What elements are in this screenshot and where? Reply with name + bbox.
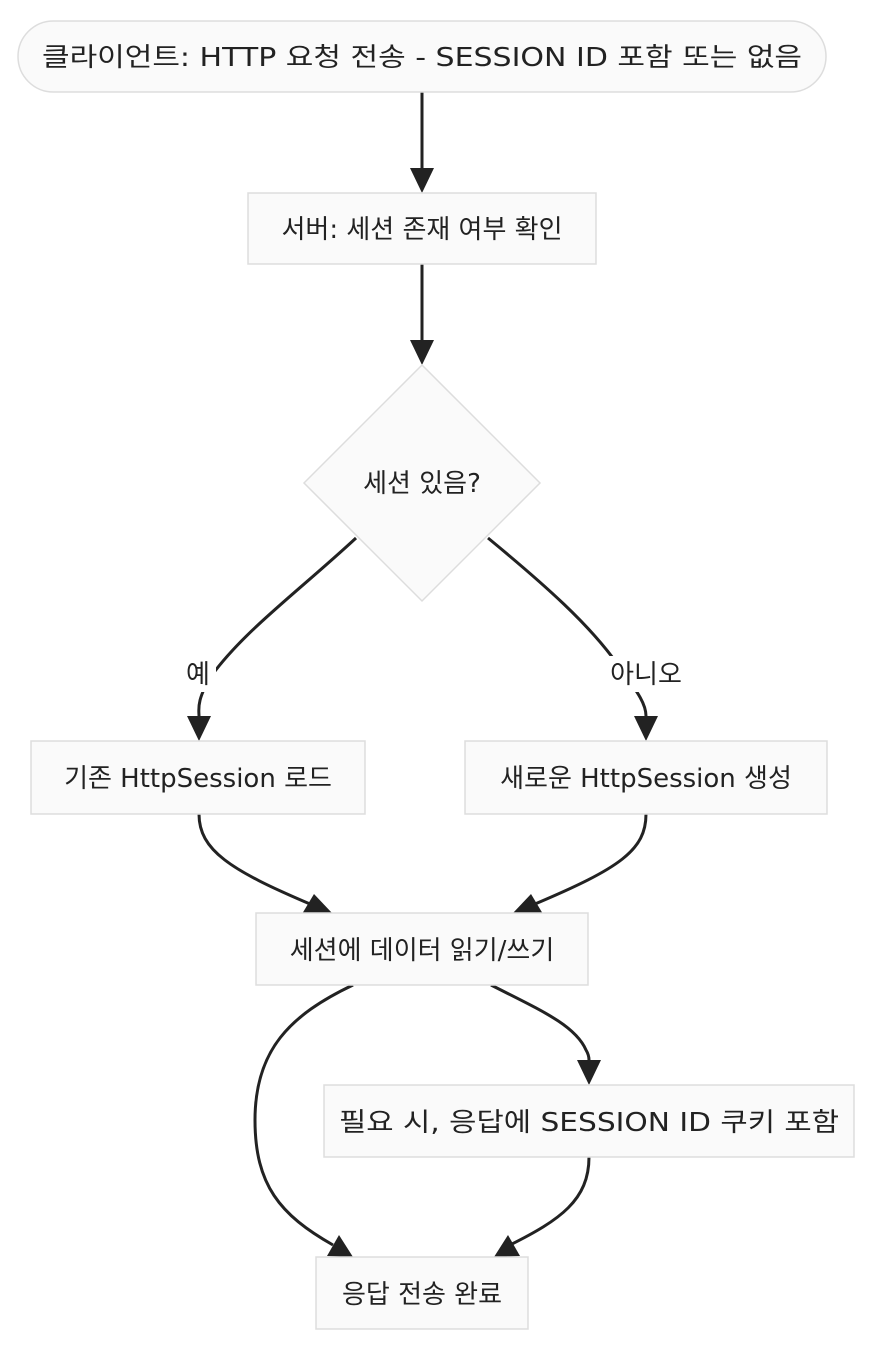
edge-readwrite-to-cookie xyxy=(490,983,591,1061)
arrow-create-to-readwrite xyxy=(513,894,543,914)
arrow-readwrite-to-cookie xyxy=(577,1060,601,1085)
arrow-load-to-readwrite xyxy=(302,894,332,914)
node-read-write-label: 세션에 데이터 읽기/쓰기 xyxy=(290,936,555,966)
node-server-check: 서버: 세션 존재 여부 확인 xyxy=(247,192,597,265)
edge-label-no-bg xyxy=(600,656,692,692)
node-load-session-shape xyxy=(30,740,366,815)
nodes: 클라이언트: HTTP 요청 전송 - SESSION ID 포함 또는 없음 … xyxy=(17,20,855,1330)
arrow-server-to-decision xyxy=(410,340,434,365)
edge-label-yes-bg xyxy=(180,656,216,692)
arrow-readwrite-to-response xyxy=(327,1235,353,1257)
edge-load-to-readwrite xyxy=(197,813,311,906)
edge-labels: 예 아니오 xyxy=(180,656,692,692)
edge-label-no: 아니오 xyxy=(610,660,682,690)
node-read-write: 세션에 데이터 읽기/쓰기 xyxy=(255,912,589,986)
edge-readwrite-to-response xyxy=(253,983,354,1247)
edges xyxy=(187,92,658,1257)
node-create-session-shape xyxy=(464,740,828,815)
node-include-cookie-label: 필요 시, 응답에 SESSION ID 쿠키 포함 xyxy=(339,1108,839,1138)
node-server-check-shape xyxy=(247,192,597,265)
node-load-session-label: 기존 HttpSession 로드 xyxy=(64,764,332,794)
edge-decision-to-load xyxy=(197,536,358,717)
node-include-cookie-shape xyxy=(323,1084,855,1158)
arrow-decision-to-load xyxy=(187,716,211,741)
edge-decision-to-create xyxy=(487,536,648,717)
node-session-exists-shape xyxy=(302,363,542,603)
node-create-session-label: 새로운 HttpSession 생성 xyxy=(500,764,792,794)
node-client-request-shape xyxy=(17,20,827,93)
node-response-done-shape xyxy=(315,1256,529,1330)
arrow-cookie-to-response xyxy=(494,1235,520,1257)
arrow-decision-to-create xyxy=(634,716,658,741)
node-session-exists-label: 세션 있음? xyxy=(363,469,481,499)
node-load-session: 기존 HttpSession 로드 xyxy=(30,740,366,815)
node-server-check-label: 서버: 세션 존재 여부 확인 xyxy=(281,215,562,245)
node-session-exists: 세션 있음? xyxy=(302,363,542,603)
node-include-cookie: 필요 시, 응답에 SESSION ID 쿠키 포함 xyxy=(323,1084,855,1158)
edge-label-yes: 예 xyxy=(186,660,210,690)
edge-cookie-to-response xyxy=(509,1156,591,1247)
edge-create-to-readwrite xyxy=(534,813,648,906)
arrow-client-to-server xyxy=(410,168,434,193)
node-client-request: 클라이언트: HTTP 요청 전송 - SESSION ID 포함 또는 없음 xyxy=(17,20,827,93)
node-response-done: 응답 전송 완료 xyxy=(315,1256,529,1330)
node-response-done-label: 응답 전송 완료 xyxy=(342,1280,502,1310)
node-read-write-shape xyxy=(255,912,589,986)
node-create-session: 새로운 HttpSession 생성 xyxy=(464,740,828,815)
node-client-request-label: 클라이언트: HTTP 요청 전송 - SESSION ID 포함 또는 없음 xyxy=(42,43,802,73)
